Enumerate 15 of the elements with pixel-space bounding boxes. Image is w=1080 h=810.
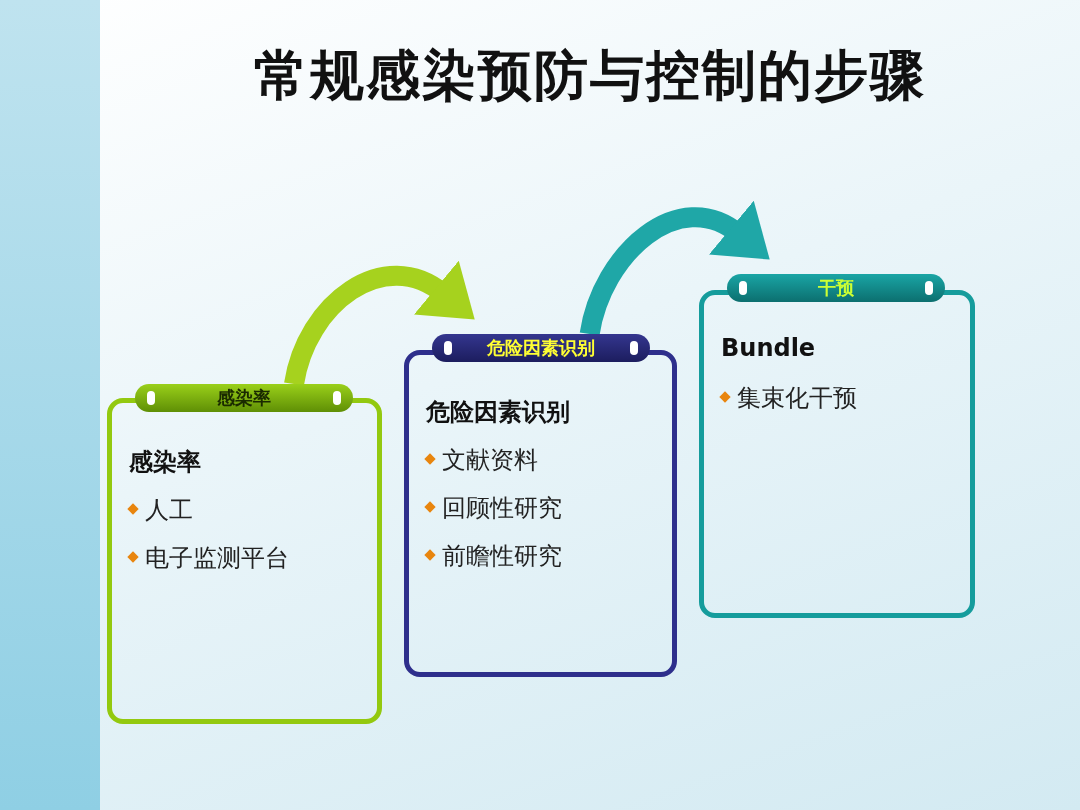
heading: 危险因素识别 (426, 397, 570, 428)
curved-arrow (579, 199, 773, 337)
curved-arrow (284, 259, 478, 387)
header-tab: 危险因素识别 (432, 334, 650, 362)
title: 常规感染预防与控制的步骤 (253, 43, 927, 109)
bullet-text: 电子监测平台 (145, 544, 289, 572)
bullet-text: 集束化干预 (737, 384, 857, 412)
bullet-text: 回顾性研究 (442, 494, 562, 522)
bullet-text: 前瞻性研究 (442, 542, 562, 570)
header-tab: 干预 (727, 274, 945, 302)
bullet-text: 文献资料 (442, 446, 538, 474)
bullet-text: 人工 (145, 496, 193, 524)
heading: 感染率 (129, 447, 201, 478)
heading: Bundle (721, 334, 816, 362)
header-tab: 感染率 (135, 384, 353, 412)
